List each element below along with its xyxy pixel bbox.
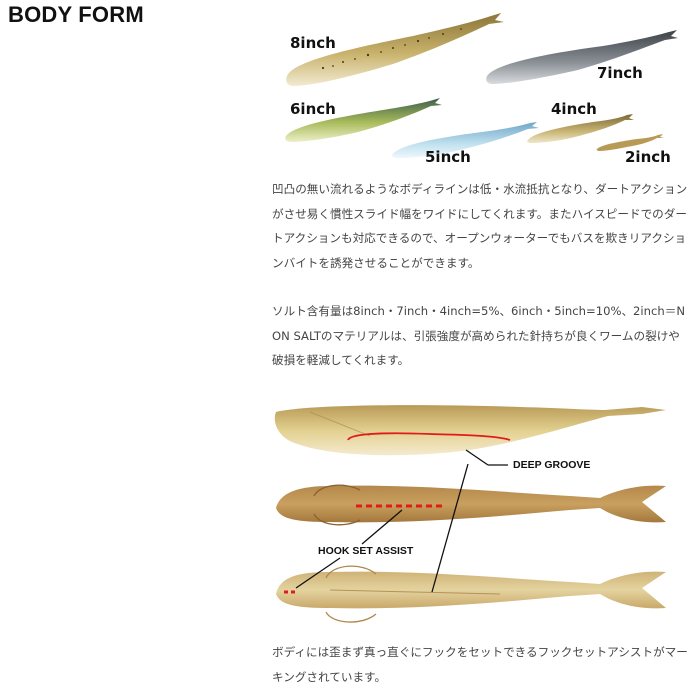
size-label-5inch: 5inch: [425, 148, 471, 166]
lure-8inch-image: [286, 13, 504, 86]
lure-side-view: [274, 405, 666, 456]
lure-6inch-image: [285, 98, 442, 142]
deep-groove-callout: DEEP GROOVE: [513, 459, 591, 471]
size-label-6inch: 6inch: [290, 100, 336, 118]
hook-set-assist-description: ボディには歪まず真っ直ぐにフックをセットできるフックセットアシストがマーキングさ…: [272, 645, 688, 684]
body-form-description: 凹凸の無い流れるようなボディラインは低・水流抵抗となり、ダートアクションがさせ易…: [272, 182, 688, 270]
lure-top-view: [276, 484, 666, 526]
size-label-2inch: 2inch: [625, 148, 671, 166]
size-label-4inch: 4inch: [551, 100, 597, 118]
size-label-7inch: 7inch: [597, 64, 643, 82]
lure-5inch-image: [392, 122, 539, 158]
lure-size-lineup-image: 8inch 7inch 6inch: [275, 8, 680, 172]
size-label-8inch: 8inch: [290, 34, 336, 52]
groove-diagram-image: DEEP GROOVE HOOK SET ASSIST: [270, 398, 680, 630]
lure-7inch-image: [486, 30, 678, 84]
section-heading: BODY FORM: [8, 2, 144, 27]
lure-2inch-image: [596, 134, 664, 151]
lure-4inch-image: [527, 114, 634, 143]
hook-set-assist-callout: HOOK SET ASSIST: [318, 545, 414, 557]
salt-content-description: ソルト含有量は8inch・7inch・4inch=5%、6inch・5inch=…: [272, 304, 685, 367]
lure-bottom-view: [276, 565, 666, 623]
